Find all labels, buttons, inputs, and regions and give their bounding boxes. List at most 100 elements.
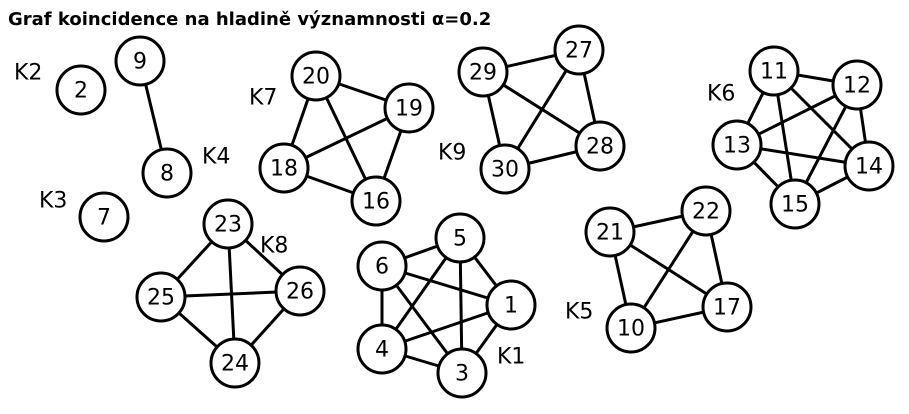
- nodes-layer: 1345627891017212211121314151618192023242…: [55, 24, 895, 399]
- node-26: 26: [274, 265, 326, 317]
- node-label: 6: [375, 255, 389, 280]
- node-circle: [356, 323, 408, 375]
- node-circle: [78, 191, 130, 243]
- node-21: 21: [584, 206, 636, 258]
- node-circle: [485, 279, 537, 331]
- component-label-k6: K6: [707, 82, 735, 107]
- component-label-k4: K4: [202, 145, 230, 170]
- node-circle: [574, 120, 626, 172]
- node-label: 4: [375, 338, 389, 363]
- node-circle: [274, 265, 326, 317]
- node-18: 18: [258, 142, 310, 194]
- node-circle: [258, 142, 310, 194]
- node-24: 24: [209, 337, 261, 389]
- node-circle: [769, 178, 821, 230]
- component-label-k2: K2: [14, 61, 42, 86]
- node-label: 30: [491, 158, 519, 183]
- node-circle: [748, 45, 800, 97]
- node-12: 12: [831, 59, 883, 111]
- node-label: 11: [760, 60, 788, 85]
- node-22: 22: [680, 185, 732, 237]
- node-circle: [680, 185, 732, 237]
- node-circle: [434, 212, 486, 264]
- node-label: 18: [270, 157, 298, 182]
- node-6: 6: [356, 240, 408, 292]
- node-label: 21: [596, 221, 624, 246]
- node-label: 12: [843, 74, 871, 99]
- component-label-k8: K8: [260, 234, 288, 259]
- node-label: 29: [469, 61, 497, 86]
- node-16: 16: [350, 175, 402, 227]
- node-1: 1: [485, 279, 537, 331]
- node-28: 28: [574, 120, 626, 172]
- node-circle: [457, 46, 509, 98]
- node-circle: [209, 337, 261, 389]
- node-circle: [55, 64, 107, 116]
- node-label: 7: [97, 206, 111, 231]
- node-10: 10: [605, 302, 657, 354]
- node-11: 11: [748, 45, 800, 97]
- node-circle: [290, 50, 342, 102]
- node-label: 17: [713, 296, 741, 321]
- node-label: 23: [214, 213, 242, 238]
- node-label: 3: [455, 362, 469, 387]
- node-circle: [350, 175, 402, 227]
- node-label: 24: [221, 352, 249, 377]
- node-circle: [436, 347, 488, 399]
- node-label: 9: [133, 50, 147, 75]
- node-label: 15: [781, 193, 809, 218]
- node-circle: [605, 302, 657, 354]
- node-3: 3: [436, 347, 488, 399]
- node-7: 7: [78, 191, 130, 243]
- node-label: 2: [74, 79, 88, 104]
- component-label-k7: K7: [249, 86, 277, 111]
- component-label-k9: K9: [438, 141, 466, 166]
- node-14: 14: [843, 140, 895, 192]
- node-label: 22: [692, 200, 720, 225]
- node-circle: [356, 240, 408, 292]
- node-15: 15: [769, 178, 821, 230]
- node-label: 5: [453, 227, 467, 252]
- node-circle: [843, 140, 895, 192]
- node-label: 28: [586, 135, 614, 160]
- node-label: 1: [504, 294, 518, 319]
- node-circle: [383, 82, 435, 134]
- node-label: 16: [362, 190, 390, 215]
- node-circle: [135, 271, 187, 323]
- node-circle: [553, 24, 605, 76]
- node-label: 14: [855, 155, 883, 180]
- node-20: 20: [290, 50, 342, 102]
- node-circle: [141, 147, 193, 199]
- node-19: 19: [383, 82, 435, 134]
- node-23: 23: [202, 198, 254, 250]
- node-5: 5: [434, 212, 486, 264]
- node-circle: [584, 206, 636, 258]
- node-label: 20: [302, 65, 330, 90]
- node-label: 26: [286, 280, 314, 305]
- node-8: 8: [141, 147, 193, 199]
- component-label-k1: K1: [497, 345, 525, 370]
- node-17: 17: [701, 281, 753, 333]
- node-30: 30: [479, 143, 531, 195]
- component-label-k5: K5: [565, 300, 593, 325]
- node-label: 13: [723, 134, 751, 159]
- node-label: 27: [565, 39, 593, 64]
- node-label: 25: [147, 286, 175, 311]
- node-9: 9: [114, 35, 166, 87]
- node-circle: [202, 198, 254, 250]
- node-circle: [711, 119, 763, 171]
- graph-title: Graf koincidence na hladině významnosti …: [8, 9, 491, 30]
- node-4: 4: [356, 323, 408, 375]
- node-circle: [701, 281, 753, 333]
- component-label-k3: K3: [39, 189, 67, 214]
- node-circle: [831, 59, 883, 111]
- node-label: 8: [160, 162, 174, 187]
- node-29: 29: [457, 46, 509, 98]
- node-25: 25: [135, 271, 187, 323]
- node-13: 13: [711, 119, 763, 171]
- node-circle: [114, 35, 166, 87]
- node-label: 10: [617, 317, 645, 342]
- node-2: 2: [55, 64, 107, 116]
